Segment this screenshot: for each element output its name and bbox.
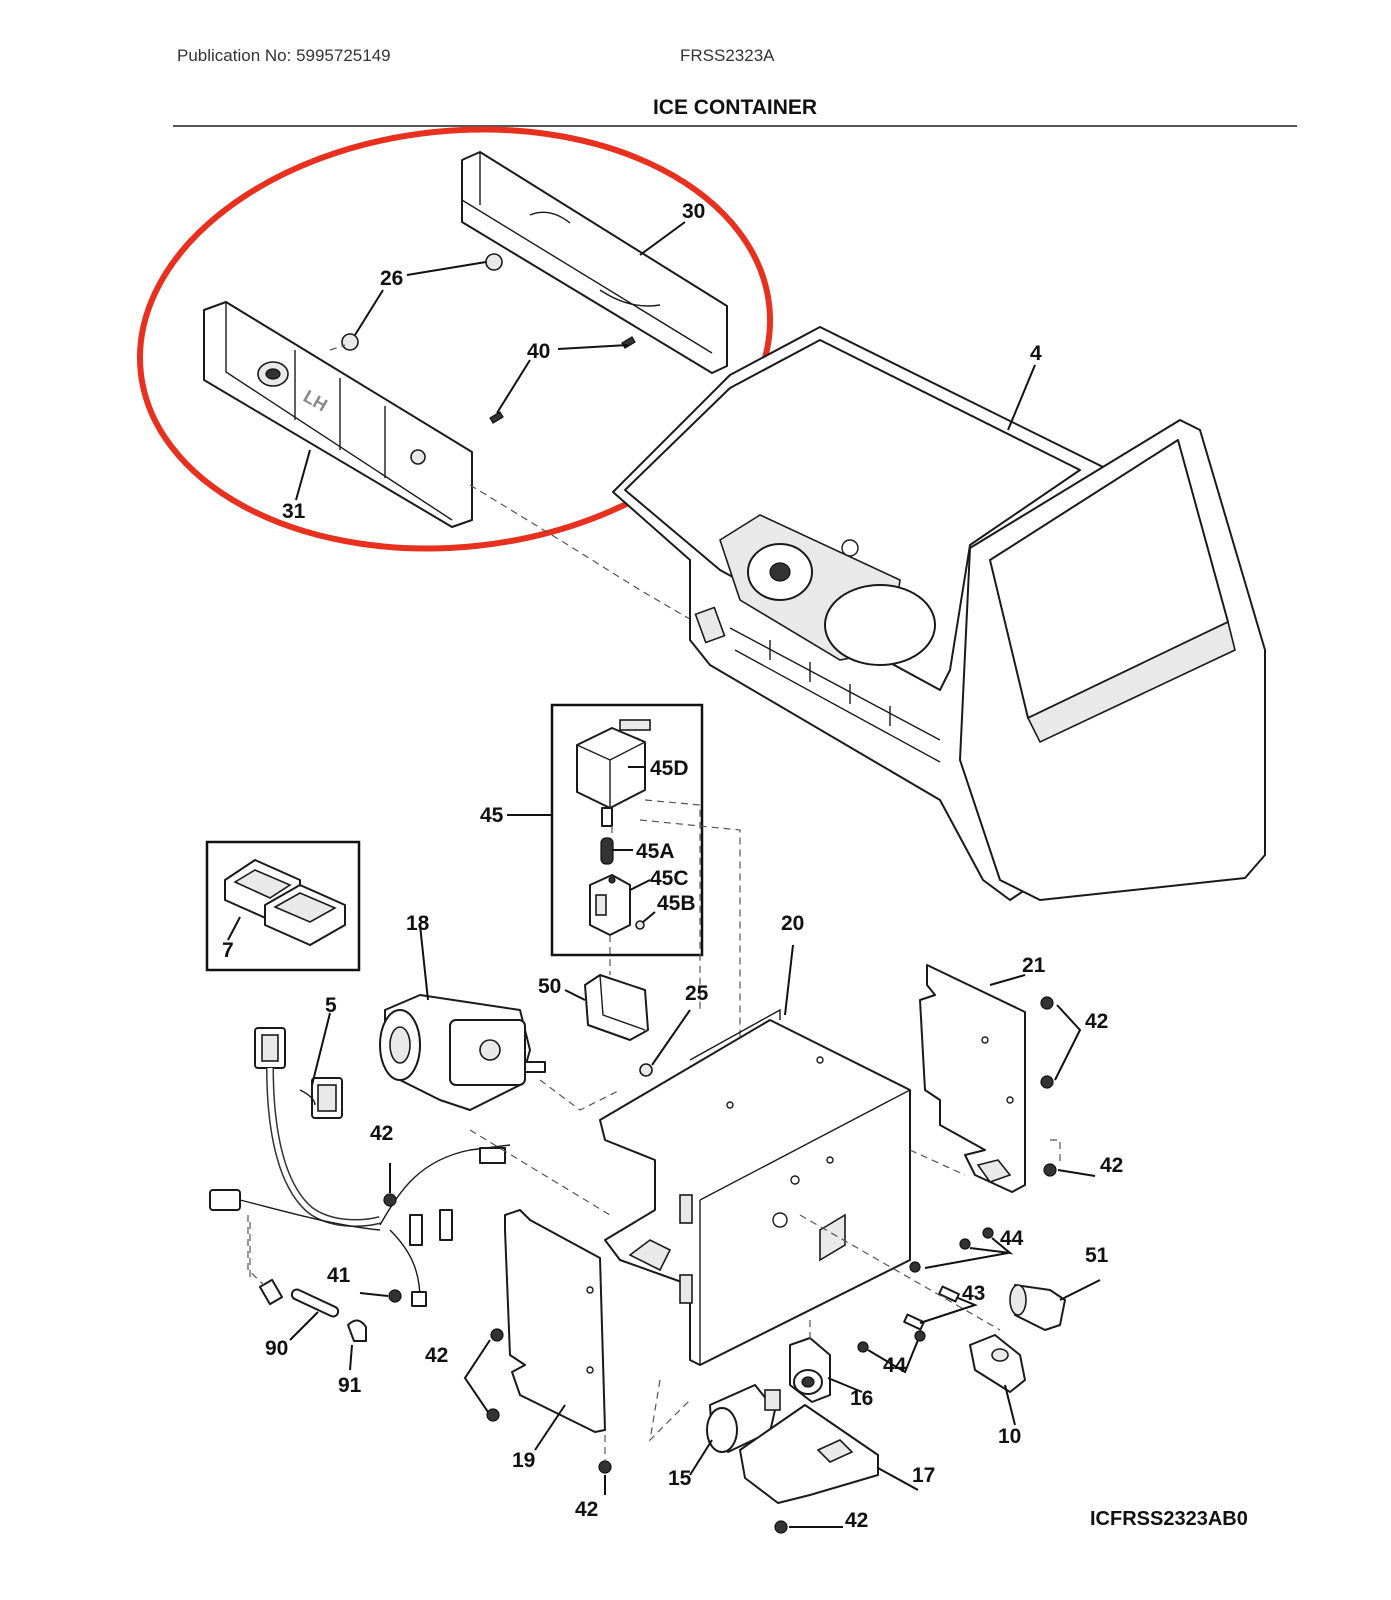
part-31-lh-bracket[interactable]: LH	[203, 301, 473, 528]
part-labels: 30 26 40 31 4 45 45D 45A 45C 45B 7 18 20…	[222, 200, 1123, 1532]
part-25-screw[interactable]	[639, 1063, 653, 1077]
label-4: 4	[1030, 342, 1042, 365]
part-26-screws[interactable]	[341, 253, 503, 351]
label-50: 50	[538, 975, 561, 998]
label-26: 26	[380, 267, 403, 290]
part-42-screws-right[interactable]	[1040, 996, 1057, 1177]
label-41: 41	[327, 1264, 351, 1287]
label-91: 91	[338, 1374, 362, 1397]
label-21: 21	[1022, 954, 1046, 977]
highlight-circle	[136, 126, 774, 552]
model-number: FRSS2323A	[680, 46, 775, 65]
header-rule	[173, 125, 1297, 127]
part-18-motor[interactable]	[379, 994, 546, 1111]
label-45: 45	[480, 804, 504, 827]
label-44-a: 44	[1000, 1227, 1024, 1250]
part-16-actuator[interactable]	[789, 1337, 831, 1403]
label-31: 31	[282, 500, 306, 523]
label-18: 18	[406, 912, 430, 935]
part-10-bracket[interactable]	[969, 1334, 1026, 1393]
label-90: 90	[265, 1337, 288, 1360]
label-45b: 45B	[657, 892, 696, 915]
label-45a: 45A	[636, 840, 675, 863]
part-20-mounting-bracket[interactable]	[599, 1008, 911, 1366]
label-42-c: 42	[370, 1122, 393, 1145]
label-19: 19	[512, 1449, 535, 1472]
part-19-side-plate[interactable]	[504, 1209, 606, 1433]
label-25: 25	[685, 982, 709, 1005]
part-50-bracket[interactable]	[584, 974, 649, 1041]
part-7-inset[interactable]	[205, 840, 361, 972]
part-30-bracket[interactable]	[461, 151, 728, 374]
diagram-code: ICFRSS2323AB0	[1090, 1508, 1248, 1530]
label-30: 30	[682, 200, 705, 223]
part-21-side-plate[interactable]	[919, 964, 1026, 1193]
label-16: 16	[850, 1387, 873, 1410]
label-40: 40	[527, 340, 550, 363]
part-51-knob[interactable]	[1009, 1284, 1066, 1331]
label-42-a: 42	[1085, 1010, 1108, 1033]
label-15: 15	[668, 1467, 692, 1490]
part-44-screws[interactable]	[857, 1227, 994, 1353]
part-4-ice-bin[interactable]	[612, 326, 1266, 901]
part-42-screws-left[interactable]	[383, 1193, 788, 1534]
label-20: 20	[781, 912, 804, 935]
label-42-b: 42	[1100, 1154, 1123, 1177]
part-90-sensor[interactable]	[258, 1278, 340, 1318]
part-5-harness[interactable]	[209, 1027, 511, 1307]
label-17: 17	[912, 1464, 935, 1487]
label-42-f: 42	[845, 1509, 868, 1532]
label-45c: 45C	[650, 867, 689, 890]
label-5: 5	[325, 994, 337, 1017]
label-43: 43	[962, 1282, 985, 1305]
page-title: ICE CONTAINER	[652, 96, 818, 119]
part-45-solenoid-kit[interactable]	[550, 703, 704, 957]
label-42-d: 42	[425, 1344, 448, 1367]
label-51: 51	[1085, 1244, 1109, 1267]
label-45d: 45D	[650, 757, 689, 780]
label-44-b: 44	[883, 1354, 907, 1377]
publication-number: Publication No: 5995725149	[177, 46, 391, 65]
part-40-screws[interactable]	[489, 336, 636, 424]
label-7: 7	[222, 939, 234, 962]
label-10: 10	[998, 1425, 1021, 1448]
label-42-e: 42	[575, 1498, 598, 1521]
part-43-screws[interactable]	[903, 1285, 960, 1331]
part-17-plate[interactable]	[739, 1404, 879, 1504]
part-91-clip[interactable]	[347, 1319, 367, 1342]
